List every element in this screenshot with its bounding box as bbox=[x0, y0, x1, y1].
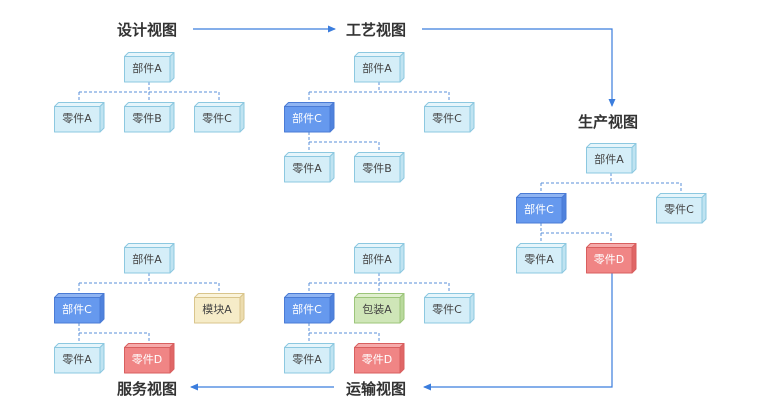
node-box-shape bbox=[516, 243, 567, 274]
node-label: 部件A bbox=[362, 253, 392, 266]
node-box-shape bbox=[124, 52, 175, 83]
service-sub-node: 部件C bbox=[54, 293, 105, 324]
node-box-shape bbox=[54, 293, 105, 324]
production-sub-connector bbox=[540, 223, 612, 243]
node-box-shape bbox=[284, 293, 335, 324]
node-box-shape bbox=[284, 102, 335, 133]
node-label: 零件A bbox=[62, 353, 92, 366]
node-box-shape bbox=[354, 152, 405, 183]
node-box-shape bbox=[424, 102, 475, 133]
node-label: 部件A bbox=[132, 253, 162, 266]
production-child-node-2: 零件D bbox=[586, 243, 637, 274]
transport-sibling-node-2: 零件C bbox=[424, 293, 475, 324]
service-root-node: 部件A bbox=[124, 243, 175, 274]
node-box-shape bbox=[586, 143, 637, 174]
production-view-title: 生产视图 bbox=[578, 113, 639, 131]
node-label: 部件C bbox=[292, 303, 322, 316]
transport-child-node-2: 零件D bbox=[354, 343, 405, 374]
process-sub-connector bbox=[308, 132, 380, 152]
node-label: 零件C bbox=[432, 303, 462, 316]
transport-tree-connector bbox=[308, 273, 450, 293]
node-box-shape bbox=[284, 343, 335, 374]
service-child-node-1: 零件A bbox=[54, 343, 105, 374]
node-label: 部件A bbox=[362, 62, 392, 75]
transport-view-title: 运输视图 bbox=[346, 380, 407, 398]
node-label: 零件D bbox=[131, 353, 163, 366]
node-label: 零件C bbox=[432, 112, 462, 125]
transport-child-node-1: 零件A bbox=[284, 343, 335, 374]
node-label: 包装A bbox=[362, 303, 392, 316]
node-box-shape bbox=[516, 193, 567, 224]
node-label: 部件C bbox=[62, 303, 92, 316]
node-label: 部件C bbox=[524, 203, 554, 216]
process-child-node-2: 零件B bbox=[354, 152, 405, 183]
design-view-title: 设计视图 bbox=[117, 21, 178, 39]
design-child-node-3: 零件C bbox=[194, 102, 245, 133]
node-box-shape bbox=[656, 193, 707, 224]
production-tree-connector bbox=[540, 173, 682, 193]
process-tree-connector bbox=[308, 82, 450, 102]
node-label: 零件D bbox=[361, 353, 393, 366]
production-sibling-node: 零件C bbox=[656, 193, 707, 224]
production-root-node: 部件A bbox=[586, 143, 637, 174]
production-sub-node: 部件C bbox=[516, 193, 567, 224]
node-label: 部件C bbox=[292, 112, 322, 125]
node-box-shape bbox=[54, 343, 105, 374]
transport-root-node: 部件A bbox=[354, 243, 405, 274]
transport-sub-connector bbox=[308, 323, 380, 343]
node-label: 零件B bbox=[132, 112, 162, 125]
process-sub-node: 部件C bbox=[284, 102, 335, 133]
service-sibling-node: 模块A bbox=[194, 293, 245, 324]
node-box-shape bbox=[124, 102, 175, 133]
node-box-shape bbox=[354, 343, 405, 374]
node-box-shape bbox=[354, 293, 405, 324]
transport-sibling-node-1: 包装A bbox=[354, 293, 405, 324]
node-label: 模块A bbox=[202, 303, 232, 316]
node-label: 零件A bbox=[292, 162, 322, 175]
node-label: 零件A bbox=[524, 253, 554, 266]
design-root-node: 部件A bbox=[124, 52, 175, 83]
node-label: 零件B bbox=[362, 162, 392, 175]
flow-arrow-production-to-transport bbox=[423, 258, 613, 391]
service-child-node-2: 零件D bbox=[124, 343, 175, 374]
node-label: 零件D bbox=[593, 253, 625, 266]
process-root-node: 部件A bbox=[354, 52, 405, 83]
flow-arrow-process-to-production bbox=[422, 28, 616, 107]
node-box-shape bbox=[124, 243, 175, 274]
process-sibling-node: 零件C bbox=[424, 102, 475, 133]
process-view-title: 工艺视图 bbox=[346, 21, 407, 39]
node-box-shape bbox=[354, 243, 405, 274]
node-label: 零件C bbox=[664, 203, 694, 216]
service-view-title: 服务视图 bbox=[117, 380, 178, 398]
node-box-shape bbox=[194, 293, 245, 324]
node-box-shape bbox=[124, 343, 175, 374]
design-child-node-2: 零件B bbox=[124, 102, 175, 133]
service-tree-connector bbox=[78, 273, 220, 293]
node-label: 零件A bbox=[62, 112, 92, 125]
node-label: 零件A bbox=[292, 353, 322, 366]
design-child-node-1: 零件A bbox=[54, 102, 105, 133]
transport-sub-node: 部件C bbox=[284, 293, 335, 324]
process-child-node-1: 零件A bbox=[284, 152, 335, 183]
node-box-shape bbox=[194, 102, 245, 133]
node-label: 部件A bbox=[132, 62, 162, 75]
node-box-shape bbox=[354, 52, 405, 83]
design-tree-connector bbox=[78, 82, 220, 102]
node-label: 零件C bbox=[202, 112, 232, 125]
node-box-shape bbox=[424, 293, 475, 324]
node-box-shape bbox=[54, 102, 105, 133]
service-sub-connector bbox=[78, 323, 150, 343]
production-child-node-1: 零件A bbox=[516, 243, 567, 274]
node-box-shape bbox=[284, 152, 335, 183]
node-label: 部件A bbox=[594, 153, 624, 166]
node-box-shape bbox=[586, 243, 637, 274]
